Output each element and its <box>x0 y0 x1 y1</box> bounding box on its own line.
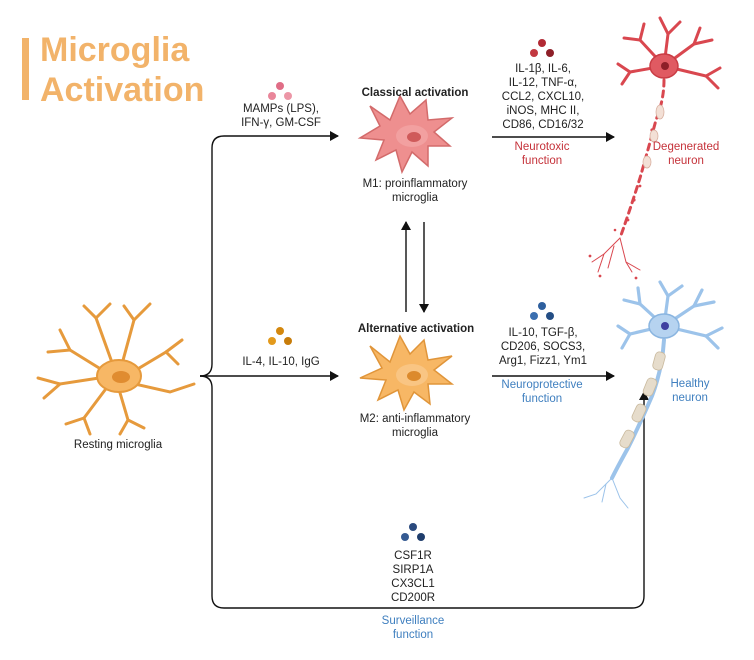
title-line-2: Activation <box>40 71 205 109</box>
function-line: function <box>521 393 563 405</box>
healthy-neuron-icon <box>583 280 724 509</box>
healthy-neuron-label: Healthy neuron <box>650 377 730 405</box>
connector-lines <box>199 131 649 609</box>
m2-markers-label: IL-10, TGF-β, CD206, SOCS3, Arg1, Fizz1,… <box>484 326 602 368</box>
il4-stimuli-label: IL-4, IL-10, IgG <box>242 356 320 368</box>
marker-line: IL-10, TGF-β, <box>508 327 578 339</box>
m1-microglia-icon <box>357 94 455 175</box>
cell-label-line: microglia <box>391 192 438 204</box>
function-line: Neurotoxic <box>514 141 570 153</box>
function-line: Neuroprotective <box>501 379 583 391</box>
marker-line: CSF1R <box>394 550 432 562</box>
marker-line: CX3CL1 <box>391 578 435 590</box>
m2-cytokine-dots-icon <box>530 302 554 320</box>
function-line: function <box>392 629 434 641</box>
alternative-activation-heading: Alternative activation <box>357 323 475 335</box>
marker-line: CD200R <box>390 592 436 604</box>
page-title: Microglia Activation <box>40 30 204 110</box>
m1-markers-label: IL-1β, IL-6, IL-12, TNF-α, CCL2, CXCL10,… <box>488 62 598 132</box>
title-line-1: Microglia <box>40 31 190 69</box>
marker-line: SIRP1A <box>392 564 434 576</box>
stimuli-line: MAMPs (LPS), <box>242 103 320 115</box>
surveillance-function-label: Surveillance function <box>363 614 463 642</box>
m1-cell-label: M1: proinflammatory microglia <box>350 177 480 205</box>
m2-cell-label: M2: anti-inflammatory microglia <box>340 412 490 440</box>
function-line: function <box>521 155 563 167</box>
neuroprotective-function-label: Neuroprotective function <box>490 378 594 406</box>
marker-line: IL-1β, IL-6, <box>515 63 571 75</box>
cell-label-line: microglia <box>391 427 438 439</box>
arrow-surveillance <box>199 375 649 609</box>
title-accent-bar <box>22 38 29 100</box>
stimuli-line: IFN-γ, GM-CSF <box>241 117 321 129</box>
marker-line: iNOS, MHC II, <box>506 105 580 117</box>
arrow-to-classical <box>199 131 339 377</box>
surveillance-dots-icon <box>401 523 425 541</box>
neuron-label-line: Degenerated <box>652 141 720 153</box>
degenerated-neuron-label: Degenerated neuron <box>636 140 736 168</box>
marker-line: CD86, CD16/32 <box>502 119 584 131</box>
il4-dots-icon <box>268 327 292 345</box>
resting-microglia-icon <box>36 302 196 436</box>
marker-line: Arg1, Fizz1, Ym1 <box>499 355 587 367</box>
neuron-label-line: neuron <box>672 392 708 404</box>
marker-line: IL-12, TNF-α, <box>508 77 578 89</box>
cell-label-line: M2: anti-inflammatory <box>359 413 471 425</box>
m2-microglia-icon <box>359 334 455 412</box>
cell-label-line: M1: proinflammatory <box>362 178 468 190</box>
mamps-stimuli-label: MAMPs (LPS), IFN-γ, GM-CSF <box>226 102 336 130</box>
neuron-label-line: neuron <box>668 155 704 167</box>
classical-activation-heading: Classical activation <box>361 87 469 99</box>
marker-line: CCL2, CXCL10, <box>501 91 585 103</box>
neurotoxic-function-label: Neurotoxic function <box>492 140 592 168</box>
mamps-dots-icon <box>268 82 292 100</box>
resting-microglia-label: Resting microglia <box>73 439 163 451</box>
m1-cytokine-dots-icon <box>530 39 554 57</box>
degenerated-neuron-icon <box>588 16 722 280</box>
marker-line: CD206, SOCS3, <box>500 341 586 353</box>
neuron-label-line: Healthy <box>670 378 710 390</box>
surveillance-markers-label: CSF1R SIRP1A CX3CL1 CD200R <box>363 549 463 605</box>
function-line: Surveillance <box>381 615 445 627</box>
